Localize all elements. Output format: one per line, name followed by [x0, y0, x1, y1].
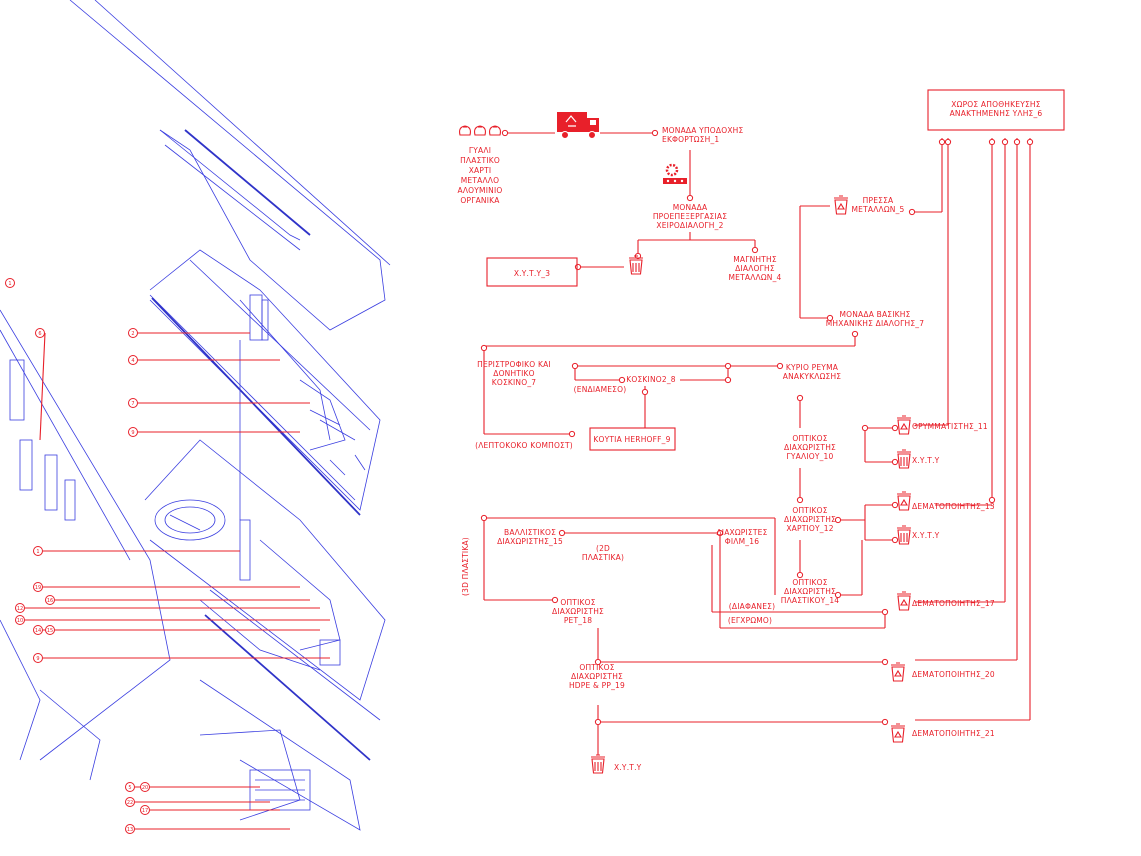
- callout-number: 9: [36, 656, 39, 662]
- callout-number: 1: [8, 281, 11, 287]
- callout-marker: [140, 805, 150, 815]
- callout-marker: [45, 595, 55, 605]
- callout-number: 17: [142, 808, 148, 814]
- callout-number: 13: [127, 827, 133, 833]
- crusher-label: ΘΡΥΜΜΑΤΙΣΤΗΣ_11: [912, 422, 988, 431]
- xyty3-label: Χ.Υ.Τ.Υ_3: [514, 269, 550, 278]
- xyty3-box: [486, 257, 578, 287]
- herhoff-box: [589, 427, 676, 451]
- callout-marker: [125, 782, 135, 792]
- callout-marker: [15, 603, 25, 613]
- bin-icon: [897, 449, 911, 469]
- connector-dots: [480, 129, 1034, 726]
- callout-marker: [33, 653, 43, 663]
- callout-number: 2: [131, 331, 134, 337]
- compost-label: (ΛΕΠΤΟΚΟΚΟ ΚΟΜΠΟΣΤ): [475, 441, 573, 450]
- bin-icon: [591, 754, 605, 774]
- press-bin-icon: [891, 662, 905, 682]
- press-bin-icon: [897, 591, 911, 611]
- press-bin-icon: [891, 723, 905, 743]
- callout-marker: [128, 427, 138, 437]
- callout-number: 20: [142, 785, 148, 791]
- callout-number: 5: [128, 785, 131, 791]
- callout-marker: [128, 355, 138, 365]
- plastic3d-label: (3D ΠΛΑΣΤΙΚΑ): [461, 537, 470, 596]
- herhoff-label: ΚΟΥΤΙΑ HERHOFF_9: [593, 435, 670, 444]
- callout-marker: [35, 328, 45, 338]
- press-bin-icon: [897, 491, 911, 511]
- colored-label: (ΕΓΧΡΩΜΟ): [728, 616, 772, 625]
- axonometric-drawing: [0, 0, 391, 831]
- callout-marker: [33, 582, 43, 592]
- gear-machine-icon: [663, 163, 687, 184]
- callout-number: 7: [131, 401, 134, 407]
- callout-number: 15: [47, 628, 53, 634]
- callout-marker: [140, 782, 150, 792]
- press-bin-icon: [834, 195, 848, 215]
- truck-recycling-icon: [557, 112, 599, 139]
- xyty-b-label: Χ.Υ.Τ.Υ: [912, 531, 940, 540]
- callout-number: 14: [35, 628, 41, 634]
- callout-marker: [128, 398, 138, 408]
- sieve8-label: ΚΟΣΚΙΝΟ2_8: [626, 375, 676, 384]
- bin-icon: [629, 255, 643, 275]
- callout-number: 22: [127, 800, 133, 806]
- xyty-a-label: Χ.Υ.Τ.Υ: [912, 456, 940, 465]
- callout-number: 9: [131, 430, 134, 436]
- callout-marker: [128, 328, 138, 338]
- baler13-label: ΔΕΜΑΤΟΠΟΙΗΤΗΣ_13: [912, 502, 995, 511]
- storage-box: [927, 89, 1065, 131]
- trash-bags-icon: [459, 125, 501, 136]
- transparent-label: (ΔΙΑΦΑΝΕΣ): [729, 602, 775, 611]
- baler17-label: ΔΕΜΑΤΟΠΟΙΗΤΗΣ_17: [912, 599, 995, 608]
- callout-number: 16: [47, 598, 53, 604]
- callout-marker: [5, 278, 15, 288]
- xyty-c-label: Χ.Υ.Τ.Υ: [614, 763, 642, 772]
- callout-marker: [125, 824, 135, 834]
- intermediate-label: (ΕΝΔΙΑΜΕΣΟ): [574, 385, 627, 394]
- baler21-label: ΔΕΜΑΤΟΠΟΙΗΤΗΣ_21: [912, 729, 995, 738]
- callout-number: 12: [17, 606, 23, 612]
- press-bin-icon: [897, 415, 911, 435]
- callout-marker: [33, 625, 43, 635]
- callout-marker: [15, 615, 25, 625]
- callout-number: 1: [36, 549, 39, 555]
- flow-lines: [483, 132, 1031, 755]
- callout-marker: [33, 546, 43, 556]
- callout-number: 10: [17, 618, 23, 624]
- callout-marker: [125, 797, 135, 807]
- callout-number: 6: [38, 331, 41, 337]
- callout-number: 19: [35, 585, 41, 591]
- callout-number: 4: [131, 358, 134, 364]
- callout-marker: [45, 625, 55, 635]
- baler20-label: ΔΕΜΑΤΟΠΟΙΗΤΗΣ_20: [912, 670, 995, 679]
- bin-icon: [897, 525, 911, 545]
